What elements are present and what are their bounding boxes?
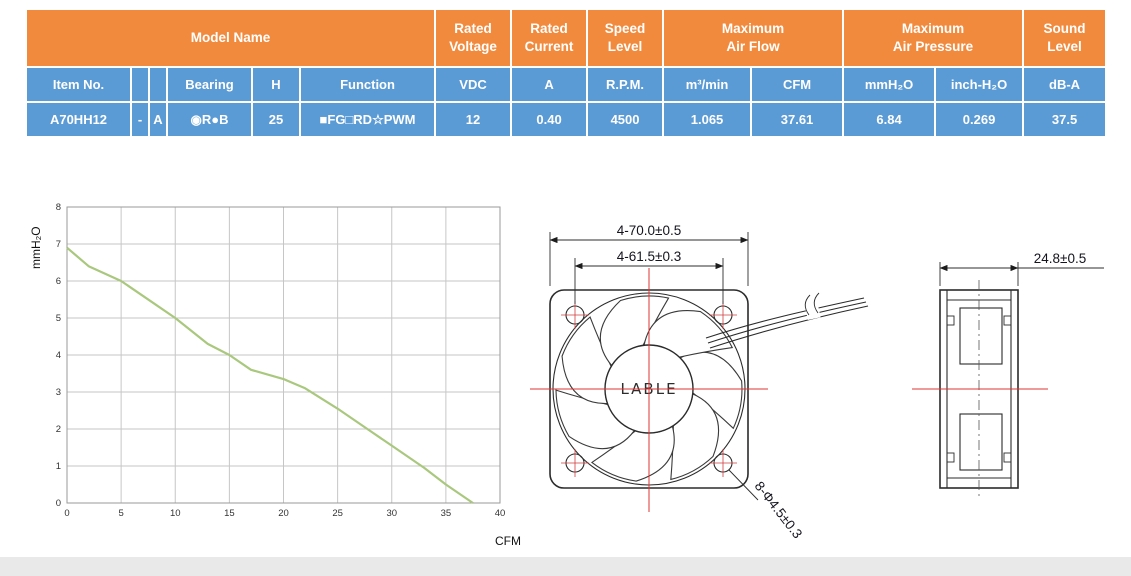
col-dba: dB-A [1022, 66, 1108, 103]
svg-text:15: 15 [224, 508, 235, 519]
col-function: Function [298, 66, 437, 103]
fan-front-view: LABLE [530, 223, 869, 542]
lead-wires [705, 291, 869, 349]
svg-text:0: 0 [56, 498, 61, 509]
svg-text:7: 7 [56, 239, 61, 250]
svg-text:10: 10 [170, 508, 181, 519]
val-h: 25 [251, 101, 301, 138]
fan-side-view: 24.8±0.5 [912, 251, 1104, 498]
col-vdc: VDC [434, 66, 513, 103]
svg-text:2: 2 [56, 424, 61, 435]
group-max-air-flow: Maximum Air Flow [662, 8, 845, 68]
dim-frame-size: 4-70.0±0.5 [617, 223, 681, 238]
val-pressure-inch: 0.269 [934, 101, 1025, 138]
dim-hole-diameter: 8-Φ4.5±0.3 [752, 479, 806, 542]
col-bearing: Bearing [166, 66, 253, 103]
col-h: H [251, 66, 301, 103]
side-rotor-bottom [959, 413, 1003, 471]
window-background-strip [0, 557, 1131, 576]
group-max-air-pressure: Maximum Air Pressure [842, 8, 1025, 68]
chart-grid [66, 206, 501, 504]
val-current: 0.40 [510, 101, 589, 138]
col-item-no: Item No. [25, 66, 132, 103]
col-inch-h2o: inch-H₂O [934, 66, 1025, 103]
group-speed-level: Speed Level [586, 8, 665, 68]
svg-text:25: 25 [332, 508, 343, 519]
col-ampere: A [510, 66, 589, 103]
svg-text:8: 8 [56, 202, 61, 213]
val-pressure-mmh2o: 6.84 [842, 101, 937, 138]
group-sound-level: Sound Level [1022, 8, 1108, 68]
chart-xlabel: CFM [495, 534, 521, 548]
svg-text:1: 1 [56, 461, 61, 472]
col-mmh2o: mmH₂O [842, 66, 937, 103]
svg-text:5: 5 [118, 508, 123, 519]
svg-text:6: 6 [56, 276, 61, 287]
table-value-row: A70HH12 - A ◉R●B 25 ■FG□RD☆PWM 12 0.40 4… [25, 101, 1108, 138]
val-dash: - [130, 101, 150, 138]
side-rotor-top [959, 307, 1003, 365]
val-speed: 4500 [586, 101, 665, 138]
svg-text:35: 35 [441, 508, 452, 519]
col-m3min: m³/min [662, 66, 753, 103]
group-rated-current: Rated Current [510, 8, 589, 68]
svg-text:4: 4 [56, 350, 61, 361]
table-column-header-row: Item No. Bearing H Function VDC A R.P.M.… [25, 66, 1108, 103]
val-voltage: 12 [434, 101, 513, 138]
front-centerlines [530, 268, 768, 512]
pq-performance-chart: 0 5 10 15 20 25 30 35 40 0 1 2 3 4 5 6 7 8 mmH₂O CFM [29, 202, 521, 548]
svg-text:40: 40 [495, 508, 506, 519]
spec-table: Model Name Rated Voltage Rated Current S… [24, 8, 1108, 138]
group-rated-voltage: Rated Voltage [434, 8, 513, 68]
svg-text:30: 30 [386, 508, 397, 519]
chart-tick-labels: 0 5 10 15 20 25 30 35 40 0 1 2 3 4 5 6 7 8 [56, 202, 506, 519]
col-cfm: CFM [750, 66, 845, 103]
chart-ylabel: mmH₂O [29, 226, 43, 269]
val-suffix: A [148, 101, 168, 138]
val-airflow-m3min: 1.065 [662, 101, 753, 138]
group-model-name: Model Name [24, 8, 437, 68]
svg-text:3: 3 [56, 387, 61, 398]
val-model-number: A70HH12 [25, 101, 132, 138]
val-sound: 37.5 [1022, 101, 1108, 138]
svg-text:0: 0 [64, 508, 69, 519]
mounting-holes [561, 301, 737, 477]
val-function: ■FG□RD☆PWM [298, 101, 437, 138]
dim-thickness: 24.8±0.5 [1034, 251, 1086, 266]
val-bearing: ◉R●B [166, 101, 253, 138]
val-airflow-cfm: 37.61 [750, 101, 845, 138]
pq-curve [66, 246, 474, 504]
dim-hole-pitch: 4-61.5±0.3 [617, 249, 681, 264]
side-dimension: 24.8±0.5 [939, 251, 1104, 286]
fan-drawings: LABLE [530, 223, 1104, 542]
col-sep-1 [130, 66, 150, 103]
col-sep-2 [148, 66, 168, 103]
svg-text:20: 20 [278, 508, 289, 519]
col-rpm: R.P.M. [586, 66, 665, 103]
svg-text:5: 5 [56, 313, 61, 324]
table-group-header-row: Model Name Rated Voltage Rated Current S… [24, 8, 1108, 68]
